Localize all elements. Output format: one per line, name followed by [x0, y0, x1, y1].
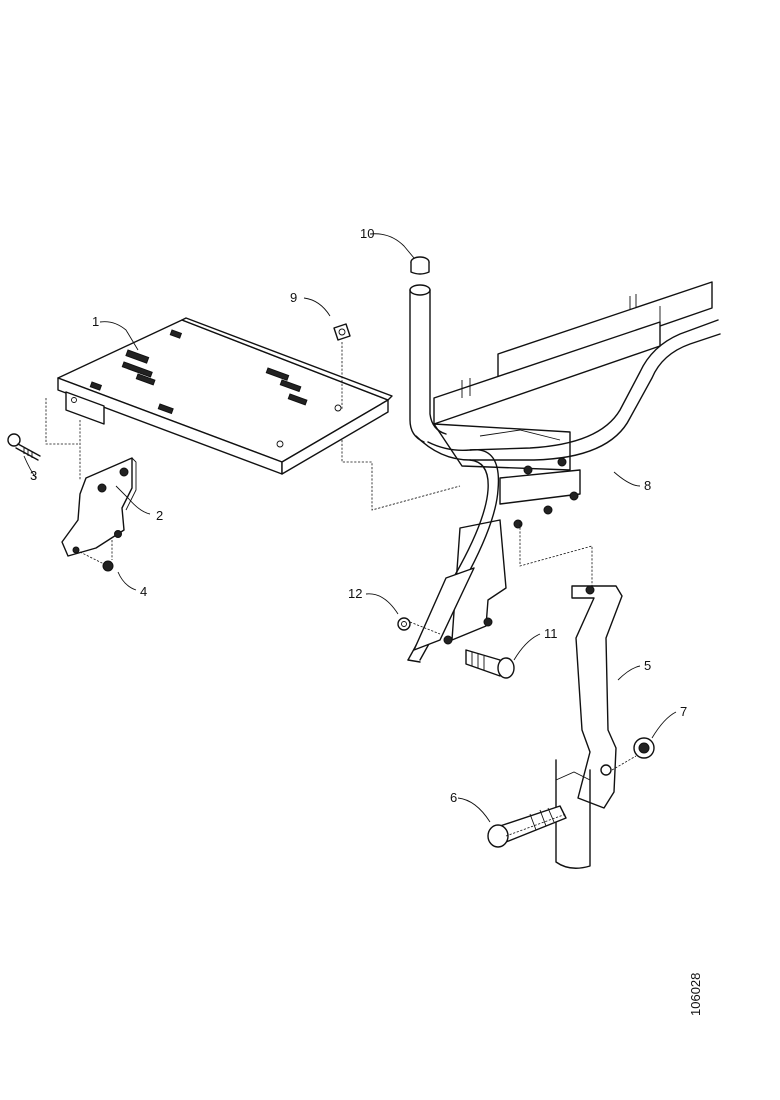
part-9-nut — [333, 323, 351, 341]
callout-4: 4 — [140, 584, 147, 599]
callout-7: 7 — [680, 704, 687, 719]
part-7-nut — [633, 737, 655, 759]
upright-tube — [409, 284, 447, 443]
callout-9: 9 — [290, 290, 297, 305]
callout-6: 6 — [450, 790, 457, 805]
part-10-tube-cap — [410, 256, 430, 275]
callout-11: 11 — [544, 626, 558, 641]
callout-3: 3 — [30, 468, 37, 483]
part-12-nut — [397, 617, 411, 631]
callout-8: 8 — [644, 478, 651, 493]
part-4-nut — [102, 560, 114, 572]
part-11-bolt — [465, 649, 515, 679]
part-2-bracket — [61, 457, 137, 557]
callout-1: 1 — [92, 314, 99, 329]
callout-5: 5 — [644, 658, 651, 673]
part-3-bolt — [7, 433, 41, 461]
part-6-bolt — [487, 805, 567, 848]
callout-2: 2 — [156, 508, 163, 523]
part-1-tray — [57, 317, 393, 475]
callout-leaders — [23, 233, 677, 823]
callout-12: 12 — [348, 586, 362, 601]
callout-10: 10 — [360, 226, 374, 241]
document-id: 106028 — [688, 973, 703, 1016]
part-8-frame — [407, 281, 721, 663]
lower-tube — [555, 759, 591, 869]
part-5-bracket-arm — [571, 585, 623, 809]
